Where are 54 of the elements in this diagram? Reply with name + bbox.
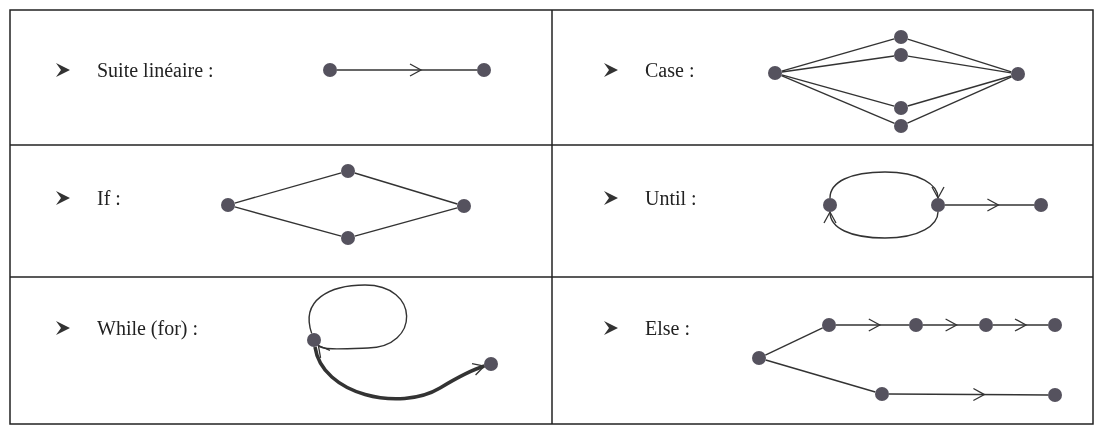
connector-line xyxy=(765,359,876,393)
graph-node-dot xyxy=(1048,388,1062,402)
graph-node-dot xyxy=(894,101,908,115)
arrow xyxy=(944,198,1035,212)
structure-label: Until : xyxy=(645,186,697,210)
graph-node-dot xyxy=(1011,67,1025,81)
connector-line xyxy=(906,76,1013,124)
graph-node-dot xyxy=(768,66,782,80)
connector-line xyxy=(781,74,895,107)
graph-node-dot xyxy=(484,357,498,371)
graph-node-dot xyxy=(1034,198,1048,212)
arrow xyxy=(835,318,910,332)
graph-node-dot xyxy=(341,231,355,245)
connector-line xyxy=(234,172,342,204)
connector-line xyxy=(234,206,342,237)
arrow xyxy=(308,284,408,358)
graph-node-dot xyxy=(341,164,355,178)
arrow xyxy=(824,211,939,239)
structure-label: Else : xyxy=(645,316,690,340)
connector-line xyxy=(781,55,895,73)
graph-node-dot xyxy=(909,318,923,332)
graph-node-dot xyxy=(323,63,337,77)
arrow xyxy=(888,387,1049,402)
arrow xyxy=(992,318,1049,332)
connector-line xyxy=(907,55,1012,74)
connector-line xyxy=(354,172,458,205)
arrow xyxy=(922,318,980,332)
structure-label: Case : xyxy=(645,58,695,82)
structure-label: While (for) : xyxy=(97,316,199,340)
structure-label: If : xyxy=(97,186,121,210)
graph-node-dot xyxy=(894,48,908,62)
graph-node-dot xyxy=(894,119,908,133)
graph-node-dot xyxy=(307,333,321,347)
graph-node-dot xyxy=(221,198,235,212)
arrow xyxy=(829,171,944,199)
connector-line xyxy=(780,75,896,124)
connector-line xyxy=(781,38,895,72)
graph-node-dot xyxy=(1048,318,1062,332)
graph-node-dot xyxy=(823,198,837,212)
graph-node-dot xyxy=(931,198,945,212)
structure-label: Suite linéaire : xyxy=(97,58,214,82)
graph-node-dot xyxy=(457,199,471,213)
connector-line xyxy=(764,327,824,356)
graph-node-dot xyxy=(477,63,491,77)
connector-line xyxy=(354,207,458,237)
arrow xyxy=(336,63,478,77)
graph-node-dot xyxy=(822,318,836,332)
connector-line xyxy=(907,75,1012,107)
graph-node-dot xyxy=(752,351,766,365)
graph-node-dot xyxy=(894,30,908,44)
connector-line xyxy=(906,38,1013,73)
arrow xyxy=(313,346,485,401)
graph-node-dot xyxy=(875,387,889,401)
graph-node-dot xyxy=(979,318,993,332)
